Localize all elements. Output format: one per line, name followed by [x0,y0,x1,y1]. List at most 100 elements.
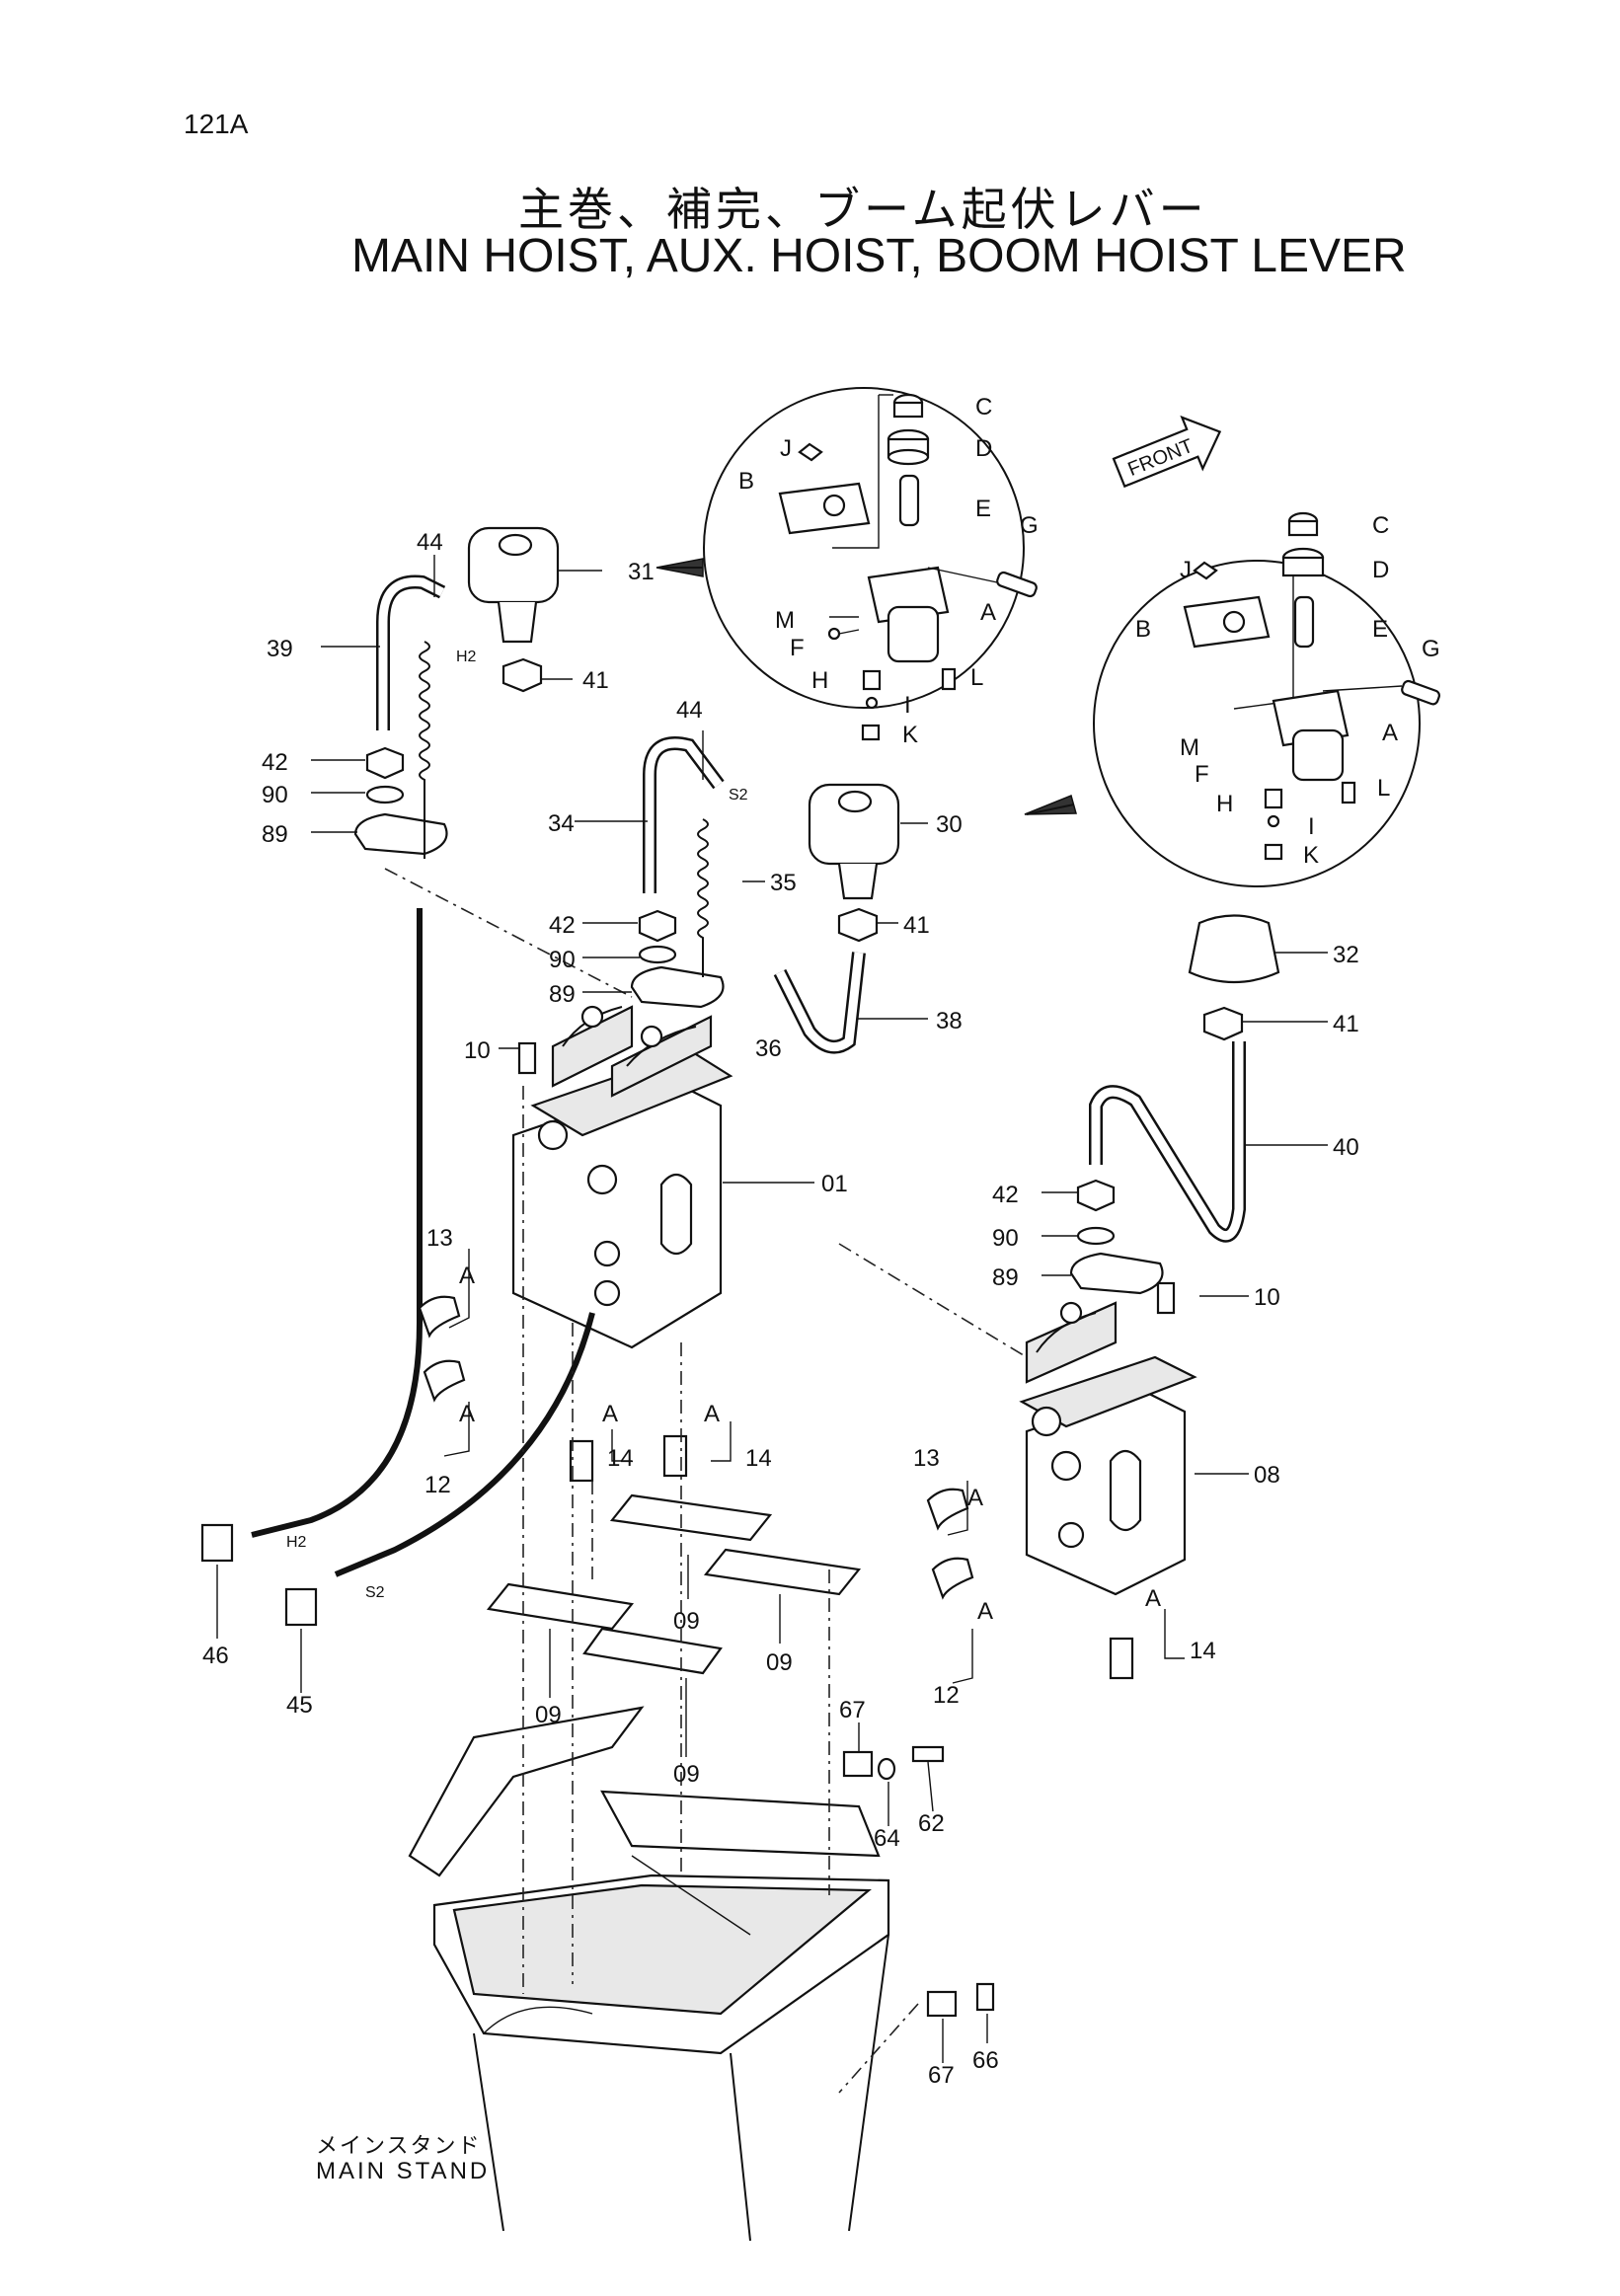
callout-08: 08 [1254,1462,1280,1489]
connector-45 [284,1587,318,1627]
detail2-label-b: B [1135,616,1151,643]
callout-35: 35 [770,870,797,896]
harness-cable-h2 [251,908,423,1538]
plate-09-a [609,1493,773,1542]
callout-01: 01 [821,1171,848,1197]
callout-a-4: A [704,1401,720,1427]
detail-label-b: B [738,468,754,495]
callout-44-b: 44 [676,697,703,724]
detail-label-d: D [975,435,992,462]
callout-36: 36 [755,1035,782,1062]
detail-label-k: K [902,722,918,748]
detail2-label-g: G [1422,636,1440,662]
plate-09-c [486,1582,635,1631]
nut-41-b [837,907,879,943]
callout-34: 34 [548,810,575,837]
nut-42-b [638,909,677,943]
callout-a-3: A [602,1401,618,1427]
lever-40-outer [1089,1041,1246,1243]
lever-40-inner [1091,1041,1244,1241]
callout-39: 39 [267,636,293,662]
clamp-67-b [926,1990,958,2018]
callout-38: 38 [936,1008,963,1034]
callout-09-d: 09 [673,1761,700,1788]
harness-cable-s2 [334,1312,595,1577]
detail-label-a: A [980,599,996,626]
washer-90-b [638,945,677,964]
lever-38-inner [775,952,864,1052]
callout-89-a: 89 [262,821,288,848]
fitting-14-b [662,1434,688,1478]
connector-46 [200,1523,234,1563]
bolt-10-b [1156,1281,1176,1315]
nut-41-c [1202,1006,1244,1041]
callout-a-2: A [459,1401,475,1427]
callout-14-b: 14 [745,1445,772,1472]
detail-label-f: F [790,635,805,661]
callout-41-b: 41 [903,912,930,939]
coiled-cable-s2 [697,818,709,977]
detail2-label-c: C [1372,512,1389,539]
callout-h2-a: H2 [456,649,477,665]
clamp-67-a [842,1750,874,1778]
callout-66: 66 [972,2047,999,2074]
fitting-14-a [569,1439,594,1483]
nut-41-a [501,657,543,693]
detail2-label-j: J [1180,557,1192,583]
elbow-12-b [931,1557,974,1600]
detail2-label-a: A [1382,720,1398,746]
callout-h2-b: H2 [286,1534,307,1551]
callout-90-a: 90 [262,782,288,808]
washer-90-c [1076,1226,1116,1246]
lever-39-inner [378,577,445,730]
detail2-label-d: D [1372,557,1389,583]
bolt-62 [911,1745,945,1763]
detail2-label-e: E [1372,616,1388,643]
main-stand-label-jp: メインスタンド [316,2134,482,2159]
bolt-10-a [517,1041,537,1075]
callout-10-a: 10 [464,1037,491,1064]
callout-a-6: A [977,1598,993,1625]
callout-42-a: 42 [262,749,288,776]
detail-label-c: C [975,394,992,421]
callout-32: 32 [1333,942,1359,968]
elbow-12-a [423,1359,466,1403]
callout-90-c: 90 [992,1225,1019,1252]
nut-42-a [365,746,405,780]
callout-89-b: 89 [549,981,576,1008]
main-stand-label-en: MAIN STAND [316,2158,491,2184]
detail2-label-m: M [1180,734,1199,761]
detail-view-upper: B C D E G J A M F H I K L [656,387,1039,748]
callout-13-a: 13 [426,1225,453,1252]
washer-90-a [365,785,405,804]
detail-label-m: M [775,607,795,634]
callout-12-a: 12 [424,1472,451,1498]
callout-09-c: 09 [535,1702,562,1728]
callout-a-7: A [1145,1585,1161,1612]
front-direction-arrow: FRONT [1112,415,1222,489]
washer-64 [877,1757,896,1781]
coiled-cable-h2 [419,641,430,859]
control-valve-01 [511,1005,733,1349]
detail-label-l: L [970,664,983,691]
main-stand [408,1706,890,2242]
detail2-label-h: H [1216,791,1233,817]
detail-label-j: J [780,435,792,462]
callout-64: 64 [874,1825,900,1852]
callout-45: 45 [286,1692,313,1719]
detail2-label-k: K [1303,842,1319,869]
callout-44-a: 44 [417,529,443,556]
callout-s2-b: S2 [365,1584,385,1601]
callout-67-a: 67 [839,1697,866,1723]
callout-89-c: 89 [992,1264,1019,1291]
callout-41-c: 41 [1333,1011,1359,1037]
callout-41-a: 41 [582,667,609,694]
lever-knob-30 [808,783,900,900]
callout-14-c: 14 [1190,1638,1216,1664]
bracket-89-a [353,812,448,856]
detail2-label-f: F [1195,761,1209,788]
callout-46: 46 [202,1643,229,1669]
plate-09-d [582,1627,723,1675]
